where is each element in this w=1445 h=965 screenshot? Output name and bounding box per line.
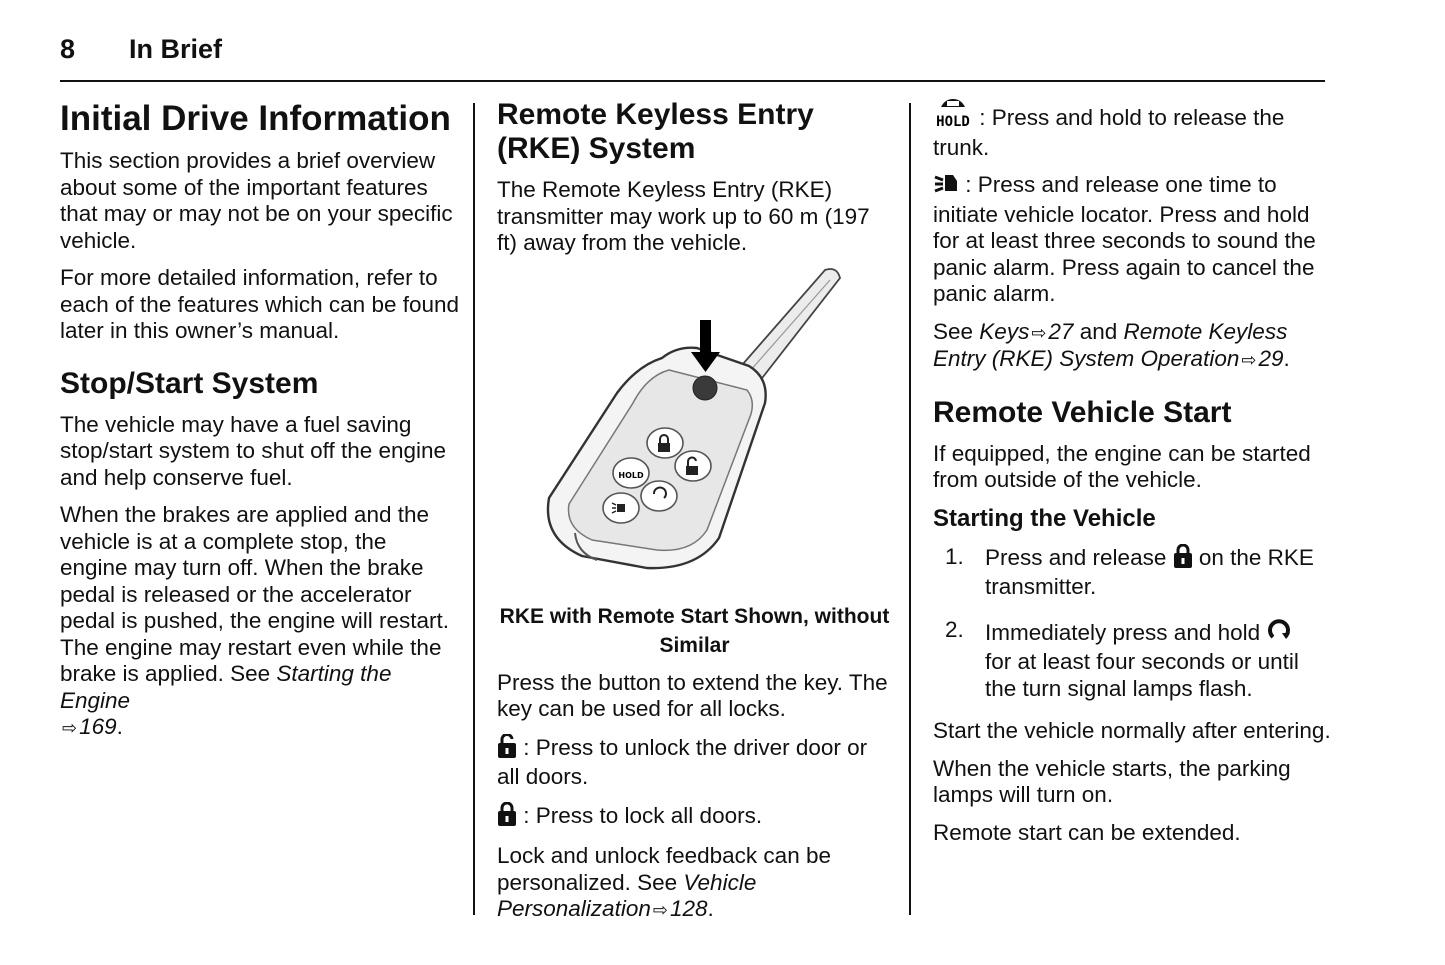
locator-paragraph: : Press and release one time to initiate… <box>933 172 1333 308</box>
reference-arrow-icon: ⇨ <box>1031 322 1047 343</box>
keys-reference-title[interactable]: Keys <box>979 318 1030 344</box>
column-remote-start: HOLD : Press and hold to release the tru… <box>933 98 1333 857</box>
remote-start-icon <box>1266 617 1292 650</box>
after-entering-paragraph: Start the vehicle normally after enterin… <box>933 718 1331 743</box>
unlock-paragraph: : Press to unlock the driver door or all… <box>497 732 892 791</box>
pointer-arrow-icon <box>691 319 720 372</box>
key-release-button <box>692 375 718 400</box>
reference-arrow-icon: ⇨ <box>1241 350 1257 370</box>
key-fob-svg: HOLD <box>546 267 841 569</box>
remote-start-heading: Remote Vehicle Start <box>933 395 1232 429</box>
section-name: In Brief <box>129 34 223 64</box>
list-item: 2. Immediately press and hold for at lea… <box>933 617 1333 703</box>
feedback-text: Lock and unlock feedback can be personal… <box>497 843 831 895</box>
starting-vehicle-heading: Starting the Vehicle <box>933 504 1156 532</box>
feedback-reference-title[interactable]: Vehicle Personalization <box>497 869 757 922</box>
trunk-hold-icon: HOLD <box>933 98 973 135</box>
and-text: and <box>1073 318 1124 344</box>
column-initial-drive: Initial Drive Information This section p… <box>60 98 460 753</box>
remote-start-intro: If equipped, the engine can be started f… <box>933 440 1311 493</box>
starting-steps-list: 1. Press and release on the RKE transmit… <box>933 543 1333 703</box>
feedback-reference-page[interactable]: 128 <box>669 896 708 921</box>
page-number: 8 <box>60 34 76 64</box>
step-number: 1. <box>945 543 964 569</box>
fob-trunk-button: HOLD <box>612 456 650 489</box>
step-text: on the RKE transmitter. <box>985 544 1314 600</box>
stopstart-reference-title[interactable]: Starting the Engine <box>60 661 392 713</box>
rke-intro: The Remote Keyless Entry (RKE) transmitt… <box>497 177 870 255</box>
fob-hold-label: HOLD <box>618 471 644 480</box>
lock-icon <box>497 801 517 833</box>
column-divider-right <box>909 103 911 915</box>
fob-remote-start-button <box>640 479 678 512</box>
feedback-paragraph: Lock and unlock feedback can be personal… <box>497 843 831 922</box>
list-item: 1. Press and release on the RKE transmit… <box>933 543 1333 601</box>
stopstart-heading: Stop/Start System <box>60 366 319 400</box>
rke-operation-reference-title[interactable]: Remote Keyless Entry (RKE) System Operat… <box>933 318 1288 372</box>
keys-reference-page[interactable]: 27 <box>1048 318 1074 344</box>
see-also-paragraph: See Keys⇨27 and Remote Keyless Entry (RK… <box>933 318 1290 372</box>
stopstart-text: When the brakes are applied and the vehi… <box>60 502 449 686</box>
fob-body <box>546 346 767 569</box>
page-header: 8 In Brief <box>60 34 1325 82</box>
parking-lamps-paragraph: When the vehicle starts, the parking lam… <box>933 755 1291 808</box>
fob-panic-button <box>602 491 640 524</box>
step-number: 2. <box>945 616 964 642</box>
stopstart-paragraph-1: The vehicle may have a fuel saving stop/… <box>60 411 447 490</box>
key-fob-illustration: HOLD <box>497 267 892 588</box>
trunk-text: : Press and hold to release the trunk. <box>933 105 1285 160</box>
reference-arrow-icon: ⇨ <box>62 718 78 738</box>
unlock-icon <box>497 732 517 765</box>
column-divider-left <box>473 103 475 915</box>
extended-paragraph: Remote start can be extended. <box>933 819 1241 845</box>
extend-paragraph: Press the button to extend the key. The … <box>497 669 888 722</box>
locator-text: : Press and release one time to initiate… <box>933 172 1316 306</box>
stopstart-paragraph-2: When the brakes are applied and the vehi… <box>60 502 449 739</box>
trunk-paragraph: HOLD : Press and hold to release the tru… <box>933 98 1333 161</box>
intro-paragraph: This section provides a brief overview a… <box>60 148 453 253</box>
reference-arrow-icon: ⇨ <box>652 900 668 920</box>
page-title: Initial Drive Information <box>60 99 451 138</box>
fob-unlock-button <box>674 449 712 482</box>
rke-heading: Remote Keyless Entry (RKE) System <box>497 98 814 165</box>
step-text: Press and release <box>985 544 1173 570</box>
lock-icon <box>1173 543 1193 575</box>
fob-lock-button <box>646 426 684 459</box>
vehicle-locator-icon <box>933 173 959 202</box>
see-text: See <box>933 318 980 344</box>
rke-operation-reference-page[interactable]: 29 <box>1258 346 1284 371</box>
step-text: for at least four seconds or until the t… <box>985 649 1299 701</box>
column-rke: Remote Keyless Entry (RKE) System The Re… <box>497 98 892 935</box>
detail-paragraph: For more detailed information, refer to … <box>60 265 460 343</box>
lock-text: : Press to lock all doors. <box>517 802 763 828</box>
figure-caption: RKE with Remote Start Shown, without Sim… <box>499 604 890 657</box>
lock-paragraph: : Press to lock all doors. <box>497 801 892 833</box>
step-text: Immediately press and hold <box>985 619 1267 645</box>
trunk-hold-label: HOLD <box>936 114 970 128</box>
unlock-text: : Press to unlock the driver door or all… <box>497 734 868 790</box>
stopstart-reference-page[interactable]: 169 <box>79 714 117 739</box>
